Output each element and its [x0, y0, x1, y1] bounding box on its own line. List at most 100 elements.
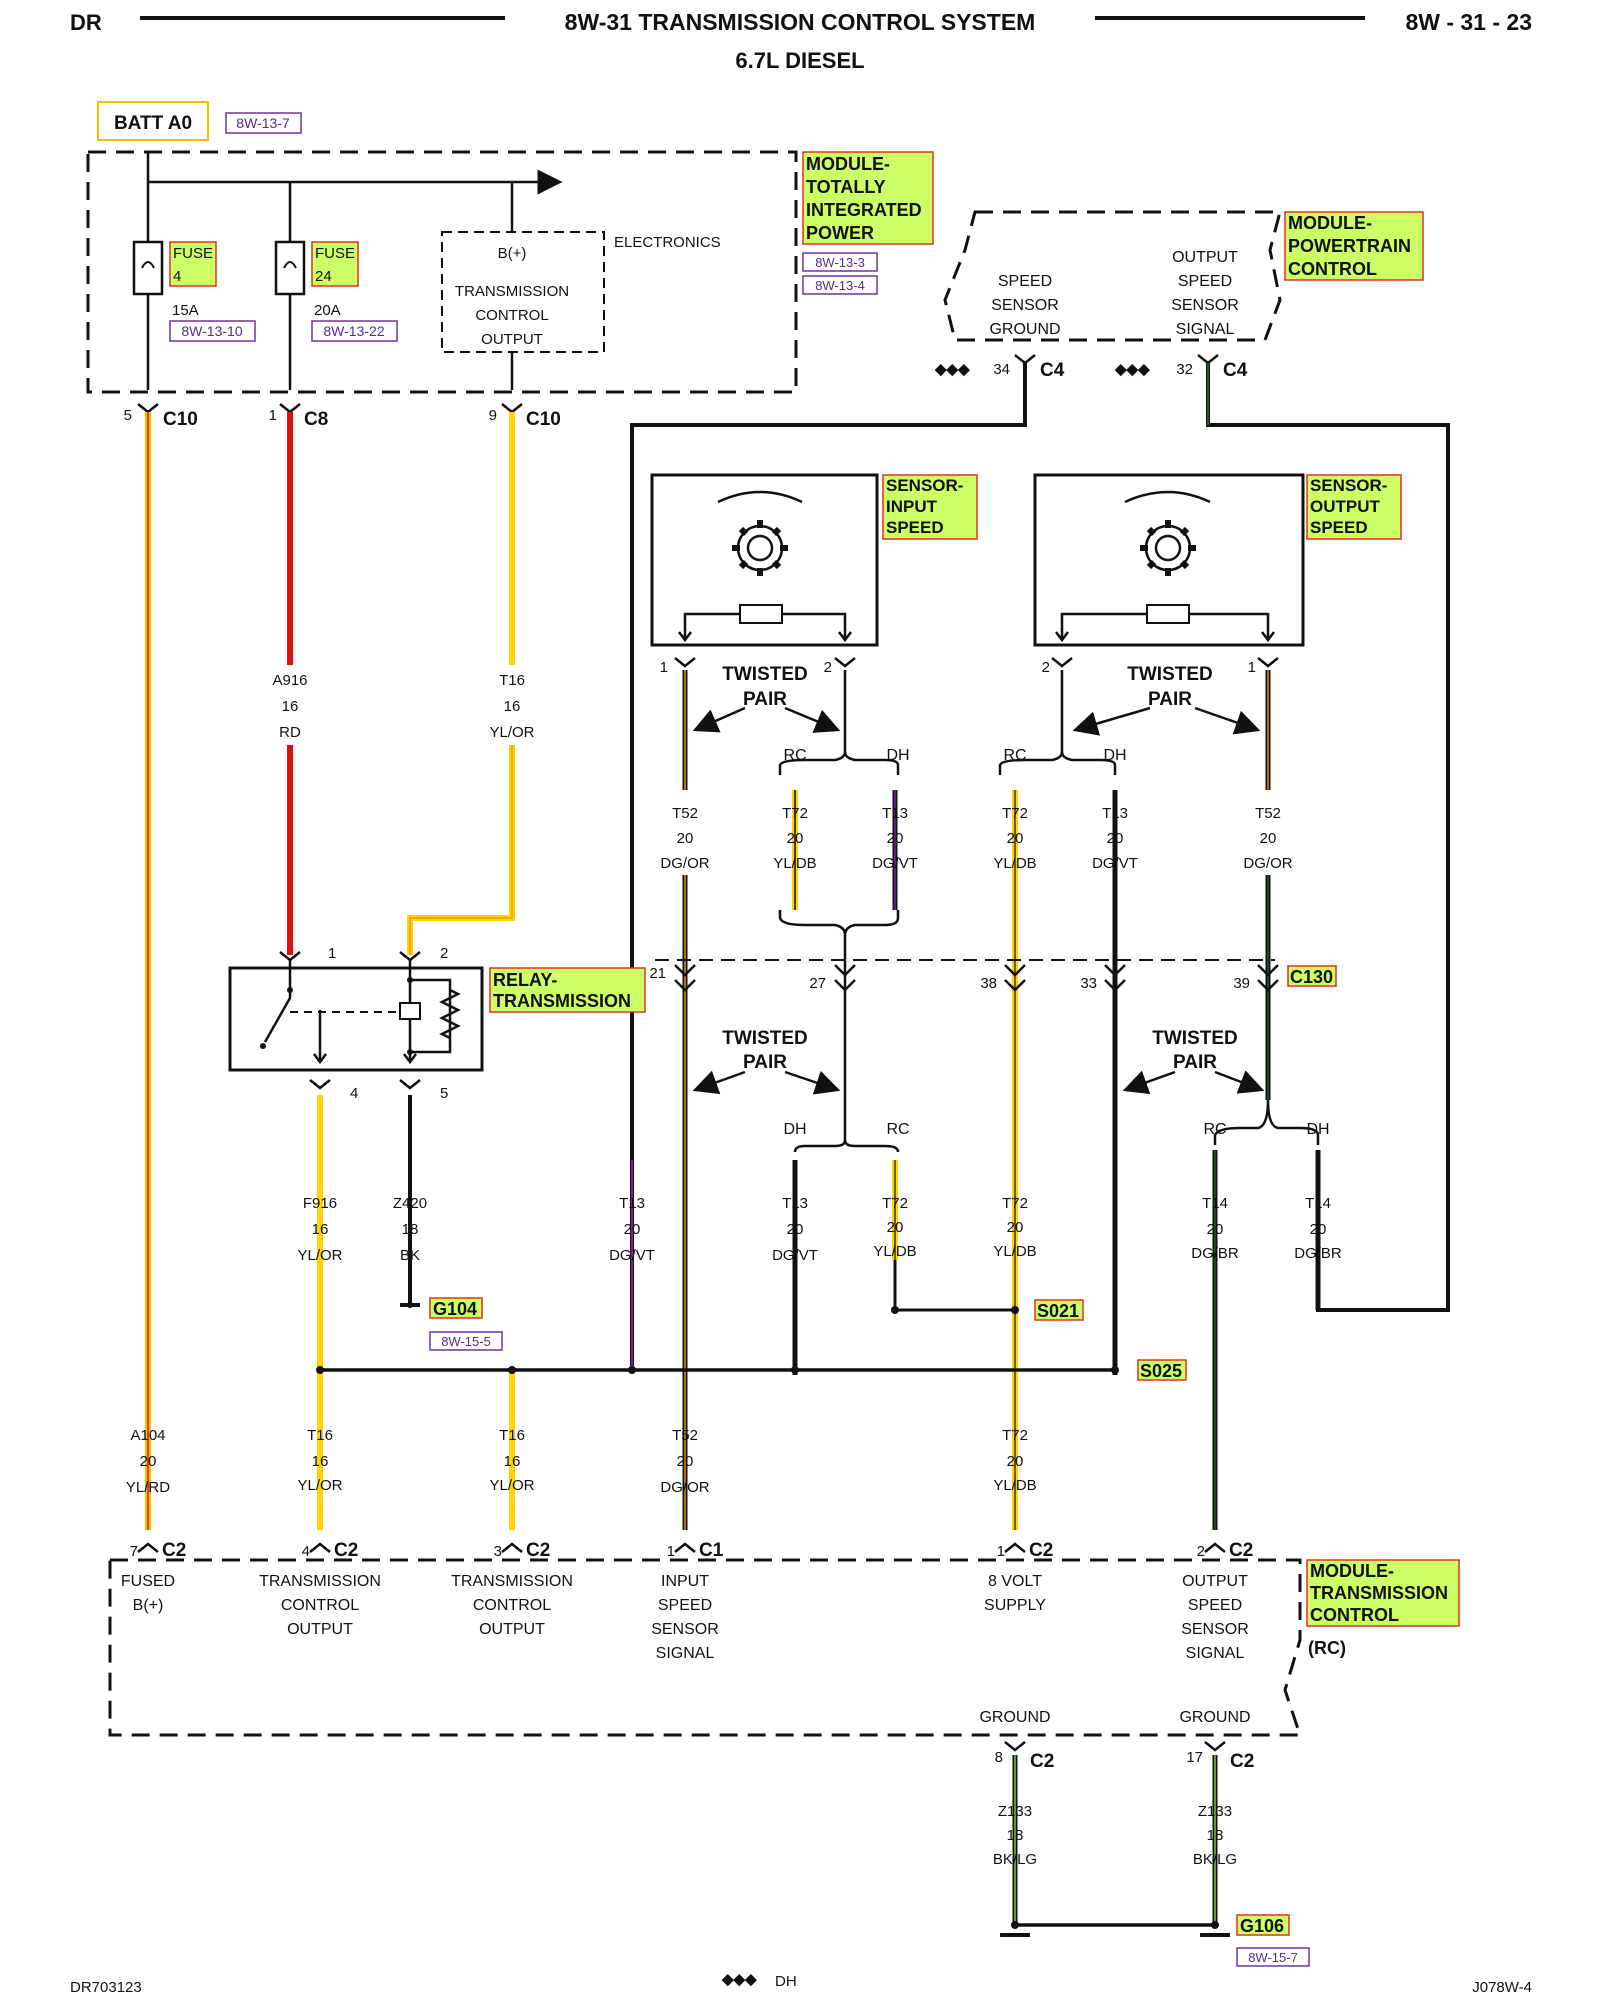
svg-text:32: 32: [1176, 361, 1193, 378]
g106-ref-link[interactable]: [1236, 1947, 1310, 1967]
svg-text:YL/DB: YL/DB: [873, 1243, 916, 1260]
svg-text:33: 33: [1080, 975, 1097, 992]
dh-variant-marker-1: ◆◆◆: [934, 361, 970, 378]
svg-text:MODULE-: MODULE-: [1310, 1561, 1394, 1581]
svg-text:TRANSMISSION: TRANSMISSION: [259, 1573, 381, 1590]
svg-text:T52: T52: [672, 805, 698, 822]
tip-module: FUSE 4 15A 8W-13-10 FUSE 24 20A 8W-13-22…: [86, 150, 934, 430]
conn-c4-a: C4: [1040, 360, 1065, 381]
fuse-24-ref-link[interactable]: [311, 320, 398, 342]
svg-text:20: 20: [887, 1219, 904, 1236]
svg-text:DH: DH: [1103, 747, 1126, 764]
input-sensor-label: SENSOR- INPUT SPEED: [882, 474, 978, 540]
svg-text:BK/LG: BK/LG: [993, 1851, 1037, 1868]
svg-text:GROUND: GROUND: [1179, 1709, 1250, 1726]
svg-text:T52: T52: [672, 1427, 698, 1444]
svg-text:24: 24: [315, 268, 332, 285]
batt-ref-link[interactable]: [225, 112, 302, 134]
tipm-ref-link-1[interactable]: [802, 252, 878, 272]
output-speed-sensor: 2 1 SENSOR- OUTPUT SPEED: [1033, 473, 1402, 676]
page-header: DR 8W-31 TRANSMISSION CONTROL SYSTEM 8W …: [70, 9, 1532, 73]
page-title: 8W-31 TRANSMISSION CONTROL SYSTEM: [565, 9, 1036, 35]
splice-labels: G104 8W-15-5 S021 S025 G106 8W-15-7: [429, 1297, 1310, 1967]
svg-text:8: 8: [995, 1749, 1003, 1766]
g106-label: G106: [1240, 1916, 1284, 1936]
svg-text:CONTROL: CONTROL: [281, 1597, 359, 1614]
svg-text:OUTPUT: OUTPUT: [479, 1621, 545, 1638]
svg-text:F916: F916: [303, 1195, 337, 1212]
svg-text:FUSED: FUSED: [121, 1573, 175, 1590]
footer-left: DR703123: [70, 1979, 142, 1996]
svg-text:20: 20: [787, 1221, 804, 1238]
svg-text:20: 20: [1007, 1453, 1024, 1470]
svg-text:SIGNAL: SIGNAL: [1176, 321, 1235, 338]
svg-text:8W-13-10: 8W-13-10: [181, 323, 242, 339]
svg-text:TWISTED: TWISTED: [1152, 1028, 1238, 1049]
svg-text:T72: T72: [1002, 1427, 1028, 1444]
svg-text:T13: T13: [782, 1195, 808, 1212]
svg-text:INPUT: INPUT: [886, 497, 938, 516]
svg-text:T72: T72: [882, 1195, 908, 1212]
transmission-relay: 1 2 4 5 RELAY- TRANSMISSION: [228, 945, 646, 1102]
svg-text:OUTPUT: OUTPUT: [1182, 1573, 1248, 1590]
svg-text:T72: T72: [1002, 1195, 1028, 1212]
fuse-24-label: FUSE 24: [311, 241, 359, 287]
svg-text:SENSOR: SENSOR: [1171, 297, 1239, 314]
svg-text:RC: RC: [783, 747, 806, 764]
fuse-4-ref-link[interactable]: [169, 320, 256, 342]
svg-text:INPUT: INPUT: [661, 1573, 709, 1590]
tipm-ref-link-2[interactable]: [802, 275, 878, 295]
page-subtitle: 6.7L DIESEL: [735, 48, 864, 73]
tcm-conn-c1-1: C1: [699, 1540, 724, 1561]
fuse-4-rating: 15A: [172, 302, 199, 319]
tcm-conn-c2-8: C2: [1030, 1751, 1054, 1772]
svg-text:20: 20: [1207, 1221, 1224, 1238]
input-speed-sensor: 1 2 SENSOR- INPUT SPEED: [650, 473, 978, 676]
svg-text:T13: T13: [619, 1195, 645, 1212]
batt-a0: BATT A0 8W-13-7: [97, 101, 302, 141]
dh-variant-marker-2: ◆◆◆: [1114, 361, 1150, 378]
svg-text:16: 16: [282, 698, 299, 715]
svg-text:PAIR: PAIR: [1173, 1052, 1217, 1073]
svg-text:TOTALLY: TOTALLY: [806, 177, 886, 197]
svg-text:OUTPUT: OUTPUT: [287, 1621, 353, 1638]
svg-text:T16: T16: [307, 1427, 333, 1444]
svg-text:3: 3: [494, 1543, 502, 1560]
svg-text:2: 2: [1042, 659, 1050, 676]
tcm-conn-c2-4: C2: [334, 1540, 358, 1561]
fuse-4-label: FUSE 4: [169, 241, 217, 287]
svg-text:SENSOR: SENSOR: [1181, 1621, 1249, 1638]
svg-text:SENSOR-: SENSOR-: [886, 476, 963, 495]
svg-text:SPEED: SPEED: [1310, 518, 1368, 537]
svg-text:20: 20: [1310, 1221, 1327, 1238]
transmission-control-module: 7 C2 4 C2 3 C2 1 C1 1 C2 2 C2 FUSED B(+)…: [108, 1540, 1460, 1772]
g104-ref-link[interactable]: [429, 1331, 503, 1351]
svg-text:SPEED: SPEED: [1178, 273, 1232, 290]
svg-text:T14: T14: [1202, 1195, 1228, 1212]
svg-text:Z133: Z133: [998, 1803, 1032, 1820]
svg-text:T13: T13: [1102, 805, 1128, 822]
svg-text:TWISTED: TWISTED: [722, 1028, 808, 1049]
svg-text:SENSOR: SENSOR: [991, 297, 1059, 314]
svg-text:DH: DH: [1306, 1121, 1329, 1138]
svg-text:20: 20: [1107, 830, 1124, 847]
svg-text:20: 20: [887, 830, 904, 847]
svg-text:20: 20: [1007, 830, 1024, 847]
svg-text:MODULE-: MODULE-: [806, 154, 890, 174]
svg-text:B(+): B(+): [133, 1597, 164, 1614]
svg-text:OUTPUT: OUTPUT: [481, 331, 543, 348]
svg-text:DG/OR: DG/OR: [1243, 855, 1292, 872]
svg-text:18: 18: [1007, 1827, 1024, 1844]
svg-text:T72: T72: [1002, 805, 1028, 822]
svg-text:1: 1: [667, 1543, 675, 1560]
svg-text:38: 38: [980, 975, 997, 992]
svg-text:20: 20: [787, 830, 804, 847]
svg-text:SENSOR-: SENSOR-: [1310, 476, 1387, 495]
svg-text:1: 1: [269, 407, 277, 424]
svg-text:INTEGRATED: INTEGRATED: [806, 200, 922, 220]
svg-text:8W-13-3: 8W-13-3: [815, 255, 865, 270]
svg-text:TWISTED: TWISTED: [722, 664, 808, 685]
svg-text:18: 18: [1207, 1827, 1224, 1844]
svg-text:OUTPUT: OUTPUT: [1172, 249, 1238, 266]
svg-text:8W-13-7: 8W-13-7: [236, 115, 290, 131]
